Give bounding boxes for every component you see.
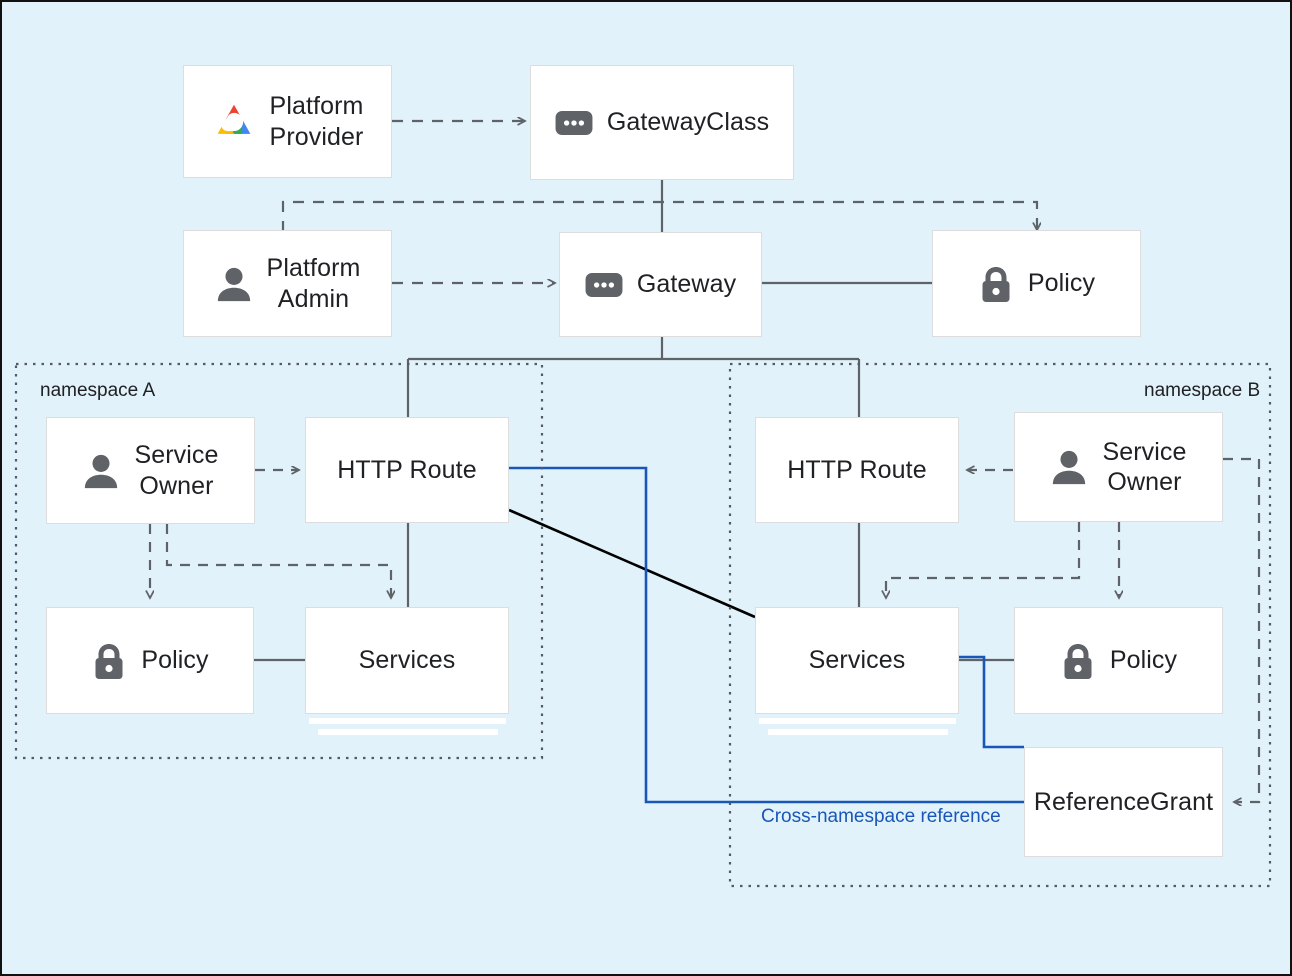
person-icon [1053,450,1086,485]
node-label: Policy [1109,646,1178,675]
node-label: Policy [1027,269,1096,298]
node-label: Services [808,646,906,675]
node-service-owner-b[interactable]: Service Owner [1014,412,1223,522]
gateway-icon [555,110,593,135]
node-label: Gateway [636,270,737,299]
node-http-route-b[interactable]: HTTP Route [755,417,959,523]
services-a-stack-bar-2 [318,729,498,735]
node-label: Platform Admin [266,254,361,313]
services-b-stack-bar-2 [768,729,948,735]
node-platform-admin[interactable]: Platform Admin [183,230,392,337]
lock-icon [95,643,123,679]
google-cloud-icon [217,104,250,134]
node-label: Service Owner [134,441,219,500]
node-platform-provider[interactable]: Platform Provider [183,65,392,178]
services-b-stack-bar-1 [759,718,956,724]
node-http-route-a[interactable]: HTTP Route [305,417,509,523]
node-reference-grant[interactable]: ReferenceGrant [1024,747,1223,857]
node-policy-top[interactable]: Policy [932,230,1141,337]
node-policy-a[interactable]: Policy [46,607,254,714]
edge-routeA-to-servicesB-diagonal [508,508,756,619]
gateway-icon [585,272,623,297]
person-icon [85,454,118,488]
lock-icon [982,266,1010,302]
node-label: Policy [141,646,209,675]
node-label: HTTP Route [337,455,477,484]
node-gatewayclass[interactable]: GatewayClass [530,65,794,180]
namespace-b-label: namespace B [1144,380,1261,401]
lock-icon [1064,643,1092,679]
edge-ownerB-to-servicesB [886,522,1081,598]
person-icon [217,267,250,301]
node-label: HTTP Route [787,455,927,484]
namespace-a-label: namespace A [40,380,156,401]
node-services-b[interactable]: Services [755,607,959,714]
node-policy-b[interactable]: Policy [1014,607,1223,714]
node-label: ReferenceGrant [1033,787,1214,816]
edge-ownerB-to-referencegrant [1223,457,1261,802]
node-label: Service Owner [1102,437,1187,497]
node-label: Services [358,646,456,675]
cross-namespace-reference-label: Cross-namespace reference [761,806,1001,827]
edge-ownerA-to-servicesA [165,524,391,598]
node-service-owner-a[interactable]: Service Owner [46,417,255,524]
node-gateway[interactable]: Gateway [559,232,762,337]
services-a-stack-bar-1 [309,718,506,724]
node-services-a[interactable]: Services [305,607,509,714]
node-label: GatewayClass [606,108,770,137]
node-label: Platform Provider [269,92,364,151]
edge-admin-to-policy [281,200,1037,232]
